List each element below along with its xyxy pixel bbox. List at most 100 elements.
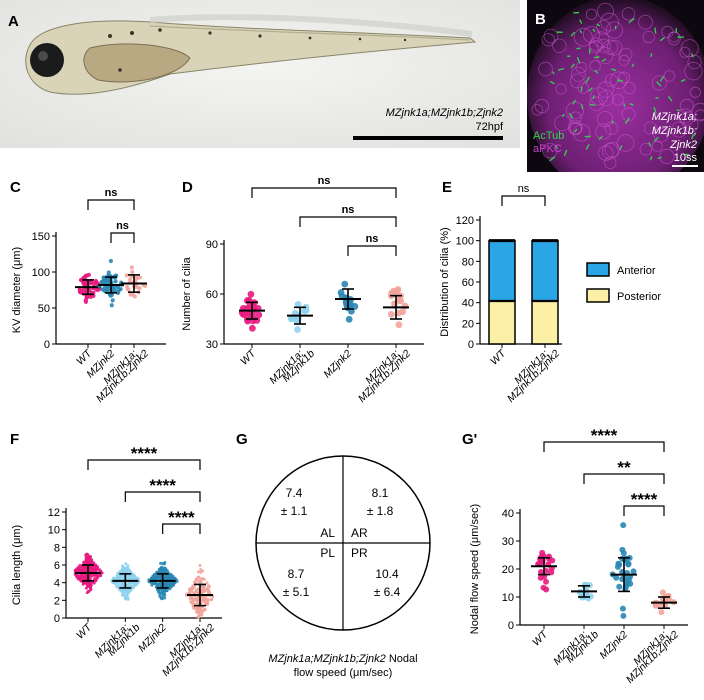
cilium xyxy=(691,133,695,140)
stacked-bar-segment xyxy=(531,299,559,345)
data-point xyxy=(199,570,203,574)
data-point xyxy=(200,613,204,617)
significance-label: ** xyxy=(617,458,631,477)
cell-mesh xyxy=(531,2,704,170)
data-point xyxy=(397,297,405,305)
stain-label-apkc: aPKC xyxy=(533,143,562,155)
data-point xyxy=(191,604,195,608)
data-point xyxy=(113,279,118,284)
data-point xyxy=(128,569,132,573)
data-point xyxy=(159,588,163,592)
significance-bracket xyxy=(87,459,201,470)
diagram-caption-line2: flow speed (μm/sec) xyxy=(294,667,393,679)
legend-label: Anterior xyxy=(617,265,656,277)
data-point xyxy=(88,294,93,300)
panel-label-f: F xyxy=(10,431,19,448)
data-point xyxy=(126,567,130,571)
data-point xyxy=(88,281,93,286)
cilium xyxy=(653,106,657,114)
y-tick-label: 30 xyxy=(502,536,514,548)
cilium xyxy=(650,53,653,58)
stacked-bar-segment xyxy=(488,299,516,345)
quadrant-pl-sd: ± 5.1 xyxy=(283,585,310,599)
cell-outline xyxy=(684,61,703,81)
micrograph-scale-bar xyxy=(672,165,698,167)
cilium xyxy=(580,86,583,92)
cell-outline xyxy=(663,70,676,82)
data-point xyxy=(658,609,665,616)
data-point xyxy=(168,586,172,590)
larva-melanophores xyxy=(108,28,407,72)
data-point xyxy=(199,568,203,572)
x-tick-label: MZjnk2 xyxy=(321,348,354,381)
data-point xyxy=(161,561,165,565)
y-tick-label: 90 xyxy=(206,239,218,251)
panel-label-c: C xyxy=(10,179,21,196)
quadrant-pl-label: PL xyxy=(320,546,335,560)
x-tick-label: WT xyxy=(530,628,551,649)
cell-outline xyxy=(621,107,636,122)
significance-label: ns xyxy=(366,233,379,245)
data-point xyxy=(88,588,92,592)
significance-bracket xyxy=(347,245,397,256)
data-point xyxy=(202,585,206,589)
data-point xyxy=(198,579,202,583)
cell-outline xyxy=(585,8,598,21)
cilium xyxy=(659,36,665,42)
data-point xyxy=(624,581,631,588)
y-tick-label: 150 xyxy=(32,231,50,243)
data-point xyxy=(126,582,130,586)
panel-label-g-prime: G' xyxy=(462,431,477,448)
data-point xyxy=(90,568,94,572)
data-point xyxy=(195,596,199,600)
cilium xyxy=(579,19,583,24)
cilium xyxy=(580,104,584,110)
data-point xyxy=(128,292,133,297)
cell-outline xyxy=(596,46,614,65)
stain-label-actub: AcTub xyxy=(533,130,564,142)
significance-label: **** xyxy=(131,444,158,463)
quadrant-al-label: AL xyxy=(320,526,335,540)
cell-outline xyxy=(618,47,633,62)
data-point xyxy=(110,298,115,303)
data-point xyxy=(105,279,110,285)
cell-outline xyxy=(604,156,617,170)
cilium xyxy=(549,156,556,162)
y-tick-label: 100 xyxy=(456,236,474,248)
legend-label: Posterior xyxy=(617,291,661,303)
data-point xyxy=(341,280,349,288)
significance-label: ns xyxy=(318,176,331,187)
data-point xyxy=(99,574,103,578)
cell-outline xyxy=(542,142,558,159)
cell-outline xyxy=(694,109,704,122)
cell-outline xyxy=(552,38,567,54)
significance-bracket xyxy=(110,232,135,243)
data-point xyxy=(121,564,125,568)
data-point xyxy=(118,286,123,292)
data-point xyxy=(120,593,124,597)
data-point xyxy=(206,598,210,602)
quadrant-pr-mean: 10.4 xyxy=(375,567,399,581)
data-point xyxy=(345,315,353,323)
cell-outline xyxy=(643,121,657,135)
significance-bracket xyxy=(543,441,665,452)
data-point xyxy=(587,593,594,600)
y-axis-title: Cilia length (μm) xyxy=(11,525,23,605)
y-tick-label: 60 xyxy=(462,277,474,289)
panel-label-a: A xyxy=(8,13,19,30)
cilium xyxy=(570,63,575,69)
data-point xyxy=(124,273,129,278)
stacked-bar-segment xyxy=(488,239,516,302)
data-point xyxy=(84,294,89,300)
cell-outline xyxy=(604,73,618,87)
cilium xyxy=(656,81,662,87)
significance-bracket xyxy=(87,199,135,210)
data-point xyxy=(109,303,114,308)
cilium xyxy=(680,78,686,83)
data-point xyxy=(85,591,89,595)
significance-label: **** xyxy=(631,490,658,509)
data-point xyxy=(347,300,354,308)
data-point xyxy=(134,275,139,280)
